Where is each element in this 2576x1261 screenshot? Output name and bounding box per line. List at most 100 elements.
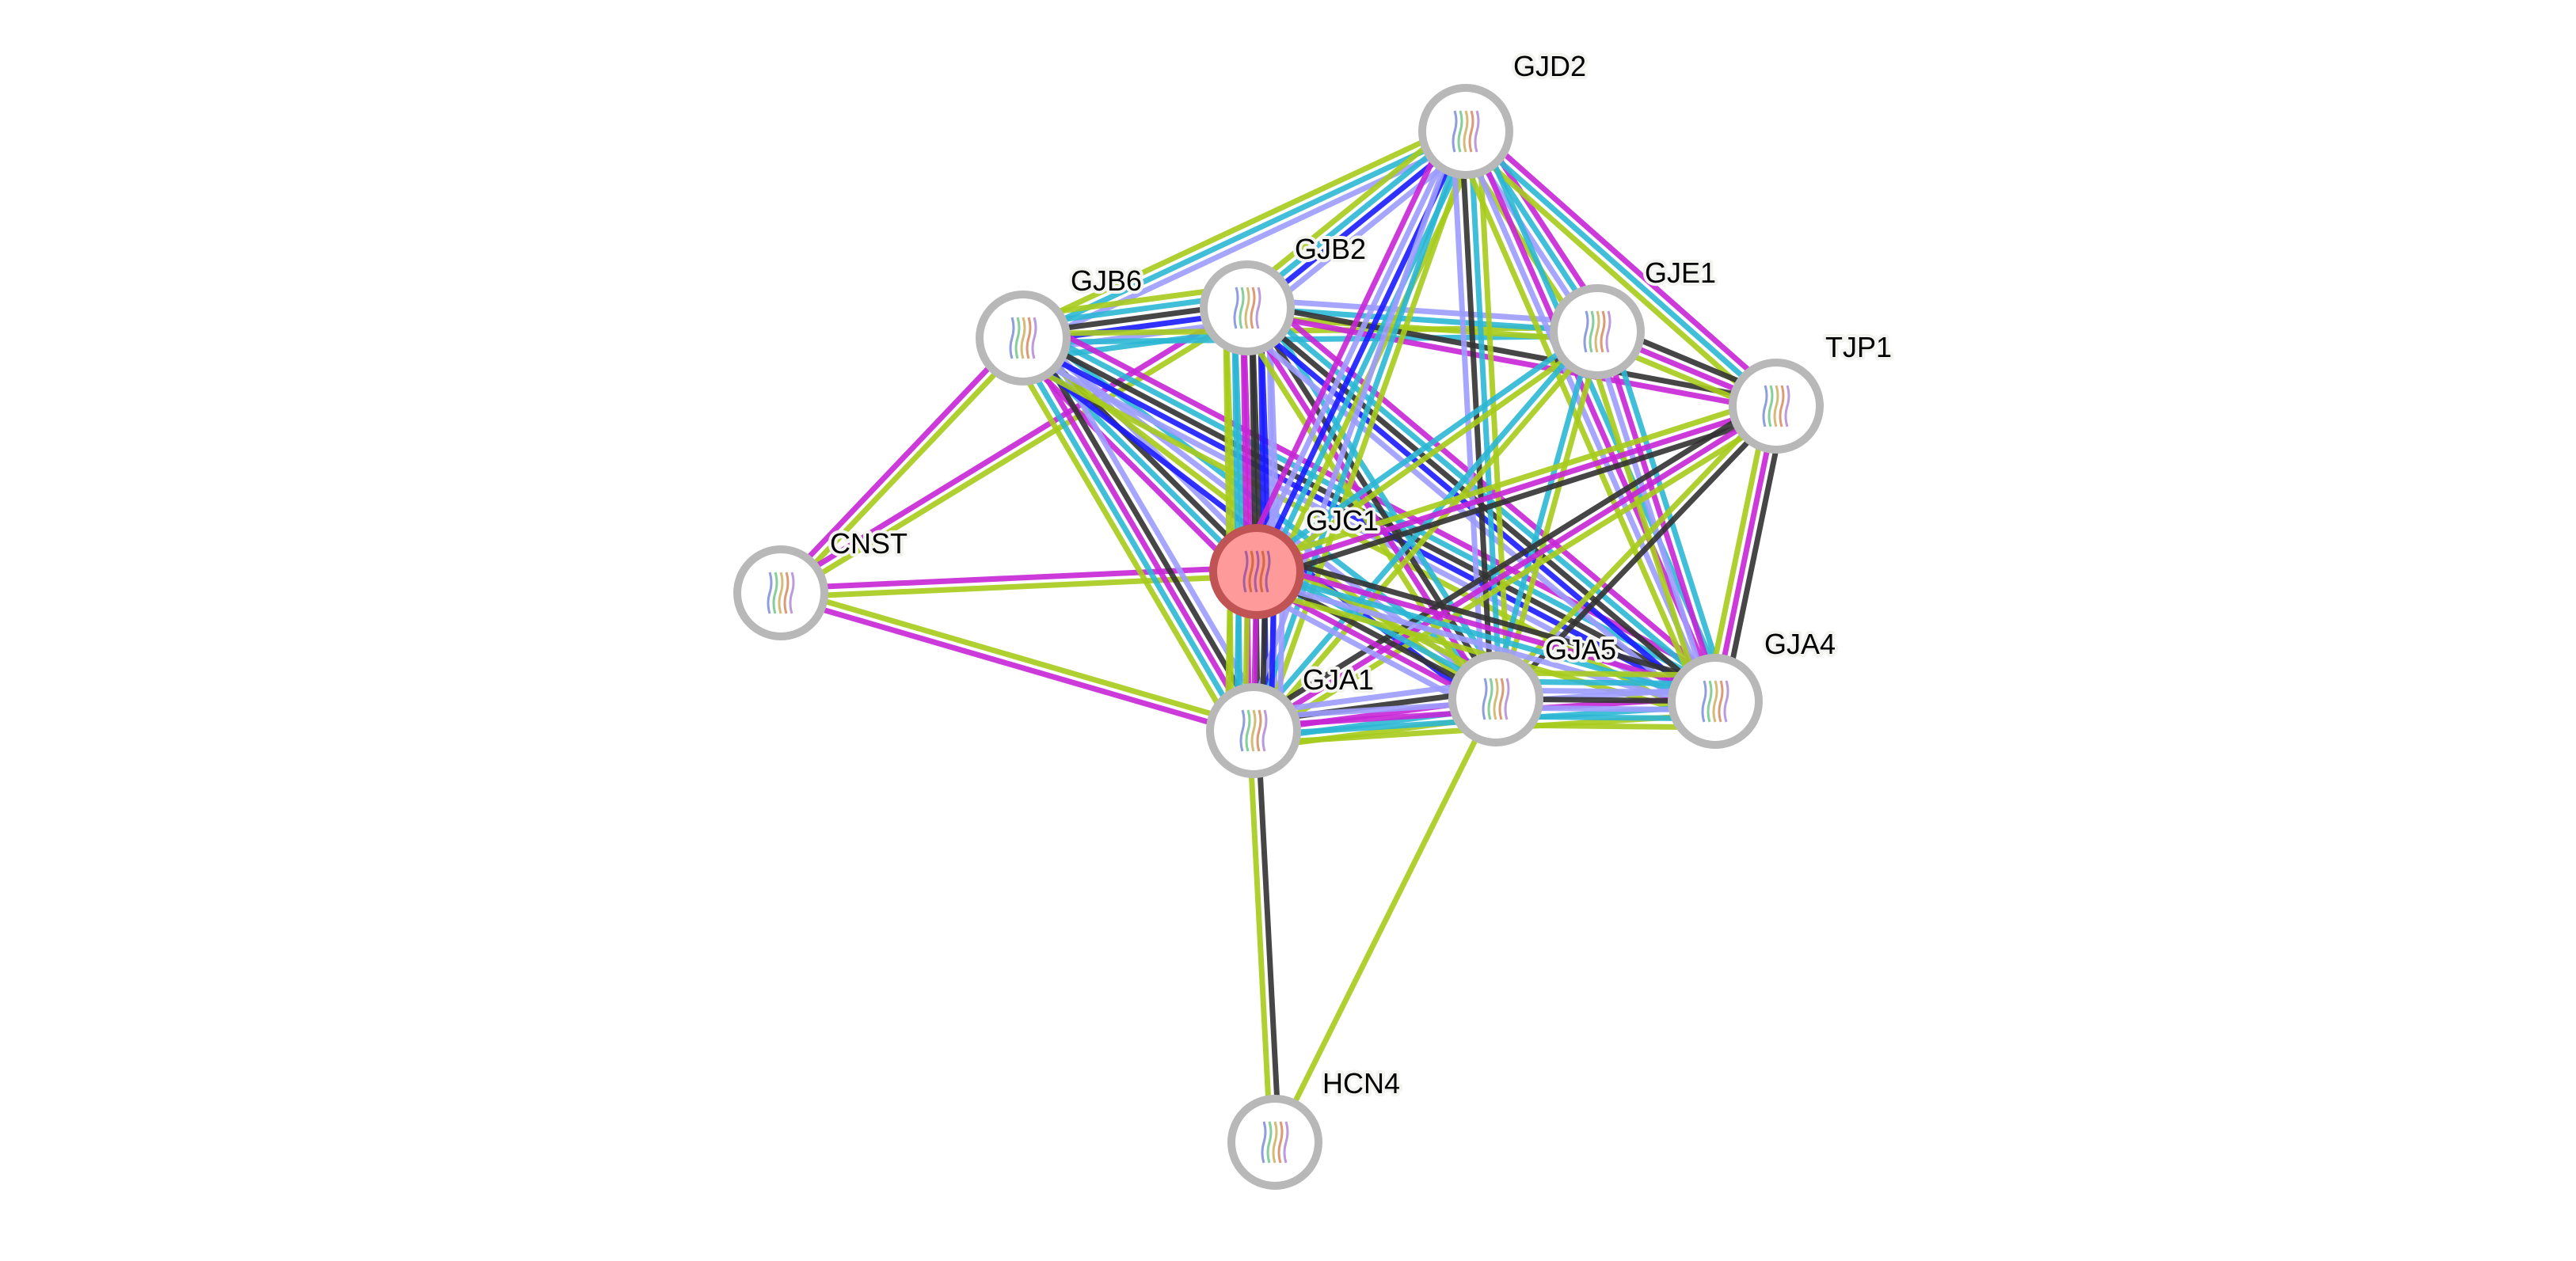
helix-glyph [783, 572, 790, 614]
edge-evidence-experiments [1712, 405, 1779, 702]
edge-evidence-textmining [1272, 697, 1499, 1144]
node-label: GJA4 [1764, 628, 1836, 660]
edge-gje1-gjc1[interactable] [1252, 325, 1602, 578]
edge-evidence-homology [1234, 319, 1707, 717]
protein-structure-icon [1583, 310, 1611, 353]
helix-glyph [1244, 287, 1250, 329]
edge-evidence-textmining [1458, 135, 1773, 415]
node-label: GJA1 [1303, 663, 1374, 696]
helix-glyph [1605, 310, 1611, 353]
edge-gjb2-tjp1[interactable] [1246, 301, 1778, 413]
edge-evidence-coexpression [1254, 730, 1282, 1142]
edge-evidence-databases [1256, 568, 1716, 705]
edge-cnst-gjb6[interactable] [775, 332, 1029, 598]
node-cnst[interactable]: CNST [733, 524, 911, 640]
edge-evidence-experiments [1252, 404, 1778, 733]
node-tjp1[interactable]: TJP1 [1729, 328, 1895, 454]
helix-glyph [1600, 310, 1606, 353]
edge-evidence-textmining [1251, 585, 1711, 721]
edge-gja1-hcn4[interactable] [1246, 730, 1282, 1143]
edge-evidence-experiments [1469, 123, 1784, 402]
helix-glyph [1242, 550, 1249, 593]
edge-evidence-experiments [778, 594, 1254, 738]
helix-glyph [1482, 678, 1488, 720]
node-label: GJA5 [1545, 633, 1616, 666]
node-gja1[interactable]: GJA1 [1206, 660, 1377, 778]
edge-cnst-gjb2[interactable] [777, 302, 1251, 599]
helix-glyph [1457, 110, 1463, 153]
helix-glyph [1256, 709, 1262, 752]
node-label: GJB6 [1071, 264, 1142, 297]
node-hcn4[interactable]: HCN4 [1227, 1064, 1403, 1190]
edge-evidence-databases [1463, 129, 1779, 408]
edge-evidence-coexpression [1261, 552, 1721, 688]
node-gjd2[interactable]: GJD2 [1418, 47, 1589, 179]
node-gjc1-query[interactable]: GJC1 [1209, 501, 1382, 619]
node-label: HCN4 [1322, 1067, 1400, 1100]
edge-evidence-textmining [1254, 332, 1603, 735]
helix-glyph [1239, 287, 1245, 329]
helix-glyph [1014, 317, 1021, 359]
node-gja4[interactable]: GJA4 [1668, 625, 1839, 749]
helix-glyph [1468, 110, 1474, 153]
helix-glyph [1452, 110, 1458, 153]
helix-glyph [1248, 550, 1254, 593]
node-gja5[interactable]: GJA5 [1448, 630, 1619, 746]
edge-tjp1-gja1[interactable] [1247, 396, 1783, 741]
edge-cnst-gja1[interactable] [778, 586, 1256, 738]
protein-structure-icon [1482, 678, 1510, 720]
helix-glyph [1031, 317, 1037, 359]
edge-evidence-textmining [1256, 411, 1783, 741]
edge-gjc1-gja4[interactable] [1251, 552, 1721, 721]
helix-glyph [1265, 550, 1271, 593]
edge-evidence-textmining [1246, 731, 1274, 1143]
helix-glyph [1266, 1121, 1273, 1164]
helix-glyph [1773, 385, 1779, 427]
edge-evidence-textmining [1259, 133, 1477, 735]
node-label: GJB2 [1295, 233, 1366, 265]
helix-glyph [1707, 680, 1713, 723]
helix-glyph [772, 572, 778, 614]
nodes-layer: GJD2 GJB6 GJB2 GJE1 TJP1 CNST [733, 47, 1895, 1190]
protein-structure-icon [1762, 385, 1790, 427]
helix-glyph [1254, 550, 1260, 593]
helix-glyph [1261, 1121, 1267, 1164]
helix-glyph [1009, 317, 1015, 359]
edge-evidence-experiments [1258, 560, 1718, 696]
edge-tjp1-gjc1[interactable] [1253, 395, 1780, 583]
node-gjb6[interactable]: GJB6 [976, 261, 1145, 386]
edge-evidence-homology [1590, 332, 1714, 704]
helix-glyph [1474, 110, 1480, 153]
edge-evidence-textmining [1490, 401, 1775, 698]
helix-glyph [1594, 310, 1600, 353]
helix-glyph [1259, 550, 1265, 593]
helix-glyph [1498, 678, 1505, 720]
edge-evidence-coexpression [1028, 332, 1264, 728]
node-gjb2[interactable]: GJB2 [1200, 230, 1369, 355]
helix-glyph [1504, 678, 1510, 720]
edge-evidence-databases [1013, 340, 1249, 737]
edge-evidence-textmining [1253, 395, 1775, 566]
edge-evidence-databases [1250, 130, 1469, 732]
edge-evidence-homology [1247, 584, 1490, 717]
node-label: CNST [830, 527, 907, 560]
helix-glyph [1255, 287, 1261, 329]
edge-evidence-textmining [1018, 120, 1463, 333]
edge-gja5-hcn4[interactable] [1272, 697, 1499, 1144]
edge-evidence-homology [1247, 296, 1598, 326]
helix-glyph [1272, 1121, 1278, 1164]
edge-evidence-experiments [1246, 309, 1776, 413]
node-gje1[interactable]: GJE1 [1550, 253, 1719, 379]
edge-evidence-coexpression [1247, 396, 1774, 726]
helix-glyph [1277, 1121, 1284, 1164]
node-label: GJC1 [1306, 504, 1379, 537]
edge-evidence-coexpression [1459, 131, 1495, 700]
edge-tjp1-gja4[interactable] [1703, 404, 1788, 704]
helix-glyph [1239, 709, 1246, 752]
edge-gjd2-tjp1[interactable] [1458, 123, 1784, 415]
node-label: GJE1 [1645, 256, 1716, 289]
helix-glyph [1250, 709, 1257, 752]
helix-glyph [1762, 385, 1768, 427]
edge-evidence-experiments [1020, 336, 1257, 732]
